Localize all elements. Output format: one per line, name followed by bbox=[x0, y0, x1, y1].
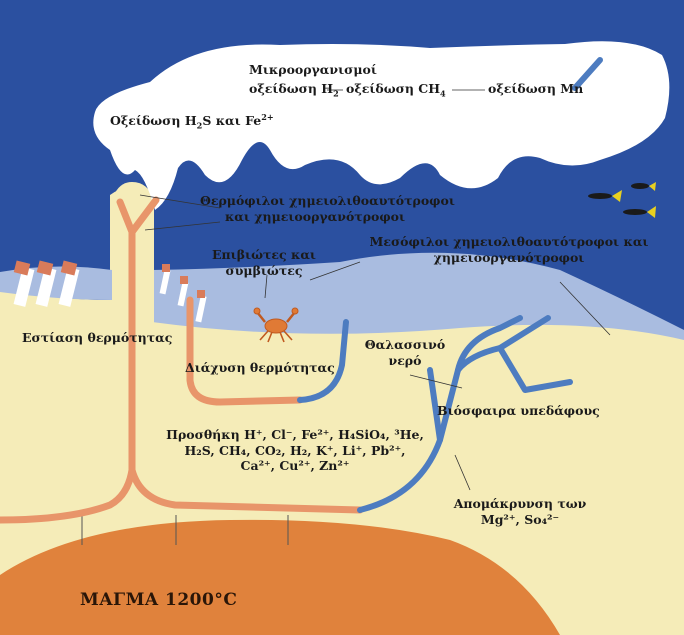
chemical-addition-label: Προσθήκη H⁺, Cl⁻, Fe²⁺, H₄SiO₄, ³He, H₂S… bbox=[155, 427, 435, 474]
ch4-oxidation-label: οξείδωση CH4 bbox=[346, 81, 446, 99]
subsurface-biosphere-label: Βιόσφαιρα υπεδάφους bbox=[437, 403, 600, 419]
heat-focus-label: Εστίαση θερμότητας bbox=[22, 330, 172, 346]
chemical-removal-label: Απομάκρυνση των Mg²⁺, So₄²⁻ bbox=[450, 496, 590, 527]
h2-oxidation-label: οξείδωση H2 bbox=[249, 81, 339, 99]
thermophiles-label: Θερμόφιλοι χημειολιθοαυτότροφοι και χημε… bbox=[200, 193, 430, 224]
mesophiles-label: Μεσόφιλοι χημειολιθοαυτότροφοι και χημει… bbox=[350, 234, 668, 265]
microorganisms-label: Μικροοργανισμοί bbox=[249, 62, 377, 78]
magma-label: ΜΑΓΜΑ 1200°C bbox=[80, 590, 237, 611]
tubeworm-icon bbox=[14, 260, 80, 306]
seawater-label: Θαλασσινό νερό bbox=[355, 337, 455, 368]
heat-diffusion-label: Διάχυση θερμότητας bbox=[185, 360, 335, 376]
epibionts-label: Επιβιώτες και συμβιώτες bbox=[204, 247, 324, 278]
mn-oxidation-label: οξείδωση Mn bbox=[488, 81, 583, 97]
h2s-fe-oxidation-label: Οξείδωση H2S και Fe2+ bbox=[110, 112, 274, 131]
